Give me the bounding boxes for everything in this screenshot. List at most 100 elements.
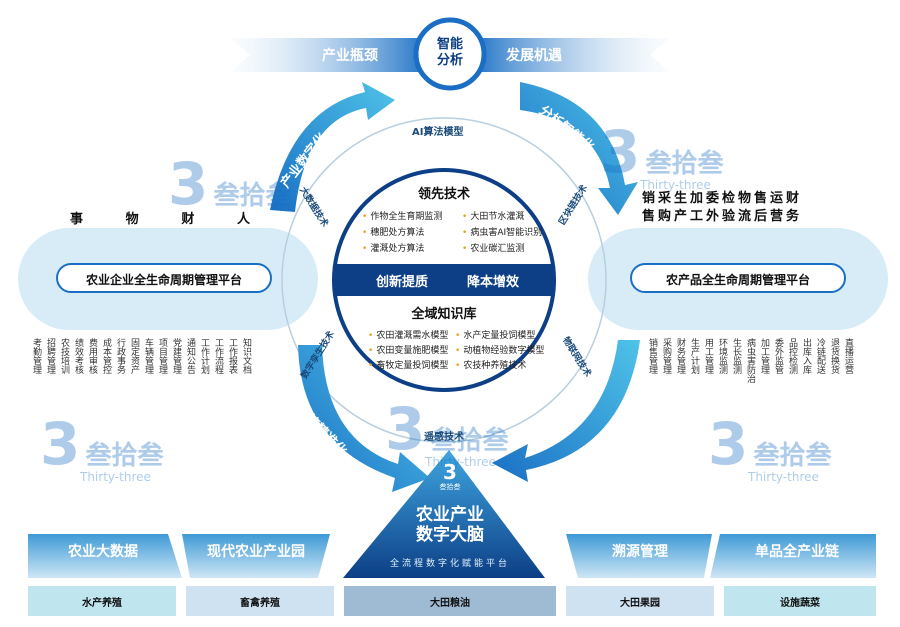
bullet-icon: • [455, 346, 461, 356]
left-col-6: 行政事务 [115, 338, 125, 374]
left-col-7: 固定资产 [129, 338, 139, 374]
bullet-icon: • [462, 244, 468, 254]
watermark-4: 3 叁拾叁 Thirty-three [385, 395, 509, 469]
bullet-icon: • [368, 361, 374, 371]
center-s2-right-2: •农技种养殖技术 [455, 361, 527, 371]
left-col-15: 知识文档 [241, 338, 251, 374]
watermark-5: 3 叁拾叁 Thirty-three [708, 410, 832, 484]
cell-bg-2 [186, 586, 334, 616]
panel-right2 [710, 534, 876, 578]
bullet-icon: • [455, 331, 461, 341]
right-col-14: 直播运营 [843, 338, 853, 374]
right-col-0: 销售管理 [647, 338, 657, 374]
right-col-12: 冷链配送 [815, 338, 825, 374]
left-col-10: 党建管理 [171, 338, 181, 374]
ring-tag-bottom: 遥感技术 [424, 432, 464, 443]
right-col-13: 退货换货 [829, 338, 839, 374]
right-col-11: 出库入库 [801, 338, 811, 374]
arrow-bottom-left [298, 345, 430, 492]
bottom-cell-3: 大田果园 [620, 598, 660, 609]
right-col-6: 生长监测 [731, 338, 741, 374]
center-band-right: 降本增效 [467, 275, 520, 290]
center-s1-left-0: •作物全生育期监测 [362, 212, 443, 222]
right-header: 销采生加委检物售运财 售购产工外验流后营务 [642, 190, 802, 226]
right-col-7: 病虫害防治 [745, 338, 755, 383]
right-col-2: 财务管理 [675, 338, 685, 374]
top-circle-label: 智能 分析 [436, 37, 463, 68]
brain-logo-text: 叁拾叁 [439, 483, 461, 491]
brain-title: 农业产业 数字大脑 [390, 505, 510, 545]
brain-logo: 3 叁拾叁 [420, 462, 480, 492]
center-s2-left-0: •农田灌溉需水模型 [368, 331, 449, 341]
center-s2-left-2: •畜牧定量投饲模型 [368, 361, 449, 371]
arrow-top-right [520, 82, 638, 215]
bullet-icon: • [362, 244, 368, 254]
center-s2-right-0: •水产定量投饲模型 [455, 331, 536, 341]
center-s1-right-0: •大田节水灌溉 [462, 212, 525, 222]
left-header-2: 财 [181, 212, 195, 227]
center-s1-right-2: •农业碳汇监测 [462, 244, 525, 254]
brain-logo-icon: 3 [443, 460, 457, 484]
right-col-3: 生产计划 [689, 338, 699, 374]
left-header-3: 人 [236, 212, 250, 227]
right-col-10: 品控检测 [787, 338, 797, 374]
right-header-line2: 售购产工外验流后营务 [642, 209, 803, 224]
center-section1-title: 领先技术 [417, 187, 470, 202]
center-band [334, 264, 554, 296]
bottom-cell-1: 畜禽养殖 [240, 598, 280, 609]
cell-bg-1 [28, 586, 176, 616]
left-col-1: 招聘管理 [45, 338, 55, 374]
left-columns: 考勤管理 招聘管理 农技培训 绩效考核 费用审核 成本管控 行政事务 固定资产 … [30, 338, 251, 374]
top-right-label: 发展机遇 [506, 48, 562, 64]
bottom-cell-2: 大田粮油 [430, 598, 470, 609]
center-s2-right-1: •动植物经验数字模型 [455, 346, 545, 356]
center-s1-right-1: •病虫害AI智能识别 [462, 228, 543, 238]
watermark-logo-icon: 3 [40, 410, 81, 478]
ring-tag-top: AI算法模型 [412, 127, 464, 138]
bullet-icon: • [362, 212, 368, 222]
arrow-bottom-right [492, 340, 640, 482]
panel-right2-label: 单品全产业链 [755, 544, 839, 560]
top-bar-left [230, 38, 430, 72]
bottom-cell-4: 设施蔬菜 [780, 598, 820, 609]
left-col-4: 费用审核 [87, 338, 97, 374]
bullet-icon: • [362, 228, 368, 238]
panel-left2-label: 现代农业产业园 [207, 544, 305, 560]
panel-left1-label: 农业大数据 [68, 544, 138, 560]
right-columns: 销售管理 采购管理 财务管理 生产计划 用工管理 环境监测 生长监测 病虫害防治… [646, 338, 853, 383]
right-col-9: 委外监管 [773, 338, 783, 374]
brain-subtitle: 全流程数字化赋能平台 [389, 559, 510, 569]
watermark-3: 3 叁拾叁 Thirty-three [40, 410, 164, 484]
bullet-icon: • [368, 346, 374, 356]
bullet-icon: • [368, 331, 374, 341]
left-header-0: 事 [70, 212, 84, 227]
left-col-5: 成本管控 [101, 338, 111, 374]
right-header-line1: 销采生加委检物售运财 [642, 191, 803, 206]
center-s2-left-1: •农田变量施肥模型 [368, 346, 449, 356]
brain-title-line1: 农业产业 [416, 505, 484, 525]
bullet-icon: • [462, 212, 468, 222]
right-col-8: 加工管理 [759, 338, 769, 374]
left-header: 事 物 财 人 [70, 208, 250, 227]
cell-bg-3 [344, 586, 556, 616]
top-circle [413, 17, 487, 91]
left-col-3: 绩效考核 [73, 338, 83, 374]
right-col-4: 用工管理 [703, 338, 713, 374]
watermark-logo-icon: 3 [385, 395, 426, 463]
panel-left1 [28, 534, 182, 578]
left-platform-title: 农业企业全生命周期管理平台 [56, 263, 272, 293]
center-s1-left-1: •穗肥处方算法 [362, 228, 425, 238]
left-col-11: 通知公告 [185, 338, 195, 374]
bullet-icon: • [455, 361, 461, 371]
watermark-2: 3 叁拾叁 Thirty-three [600, 118, 724, 192]
cell-bg-5 [724, 586, 876, 616]
right-platform-title: 农产品全生命周期管理平台 [630, 263, 846, 293]
center-band-left: 创新提质 [376, 275, 429, 290]
left-col-12: 工作计划 [199, 338, 209, 374]
bottom-cell-0: 水产养殖 [82, 598, 122, 609]
right-col-1: 采购管理 [661, 338, 671, 374]
left-col-2: 农技培训 [59, 338, 69, 374]
arrow-top-left [270, 82, 395, 212]
brain-title-line2: 数字大脑 [416, 525, 484, 545]
top-bar-right [470, 38, 670, 72]
